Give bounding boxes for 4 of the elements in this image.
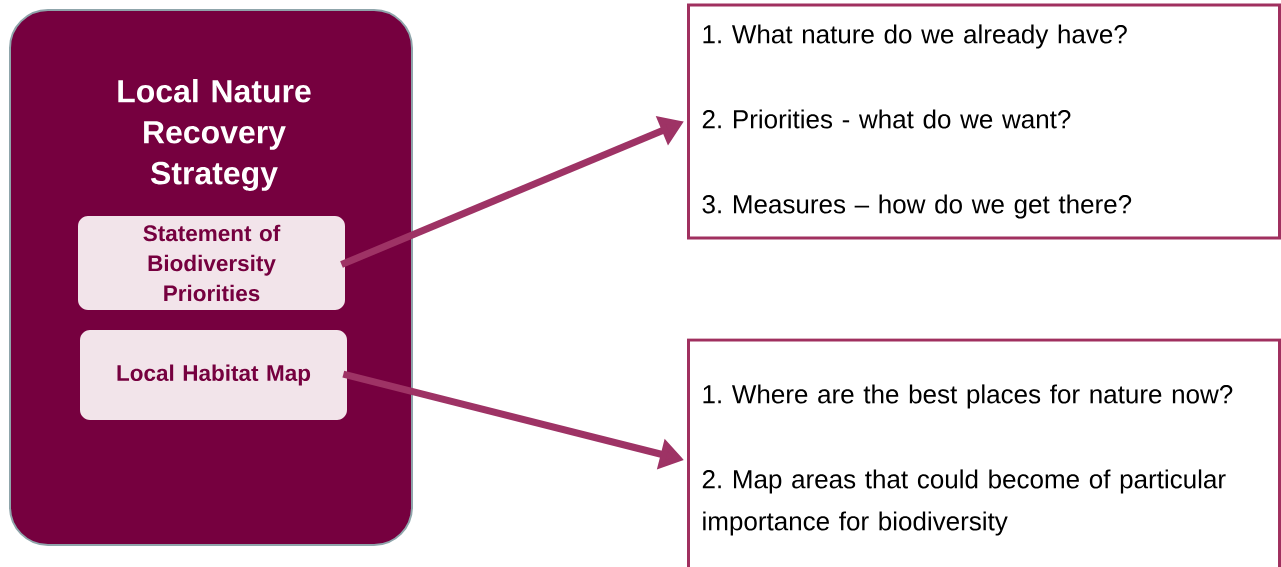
text-box: 1. What nature do we already have? 2. Priorities - what do we want? 3. Measures – how do we get there? [687,3,1281,240]
text-box: 1. Where are the best places for nature now? 2. Map areas that could become of particular importance for biodiversity [687,338,1281,567]
component-box: Local Habitat Map [80,330,347,420]
component-box: Statement of Biodiversity Priorities [78,216,345,310]
